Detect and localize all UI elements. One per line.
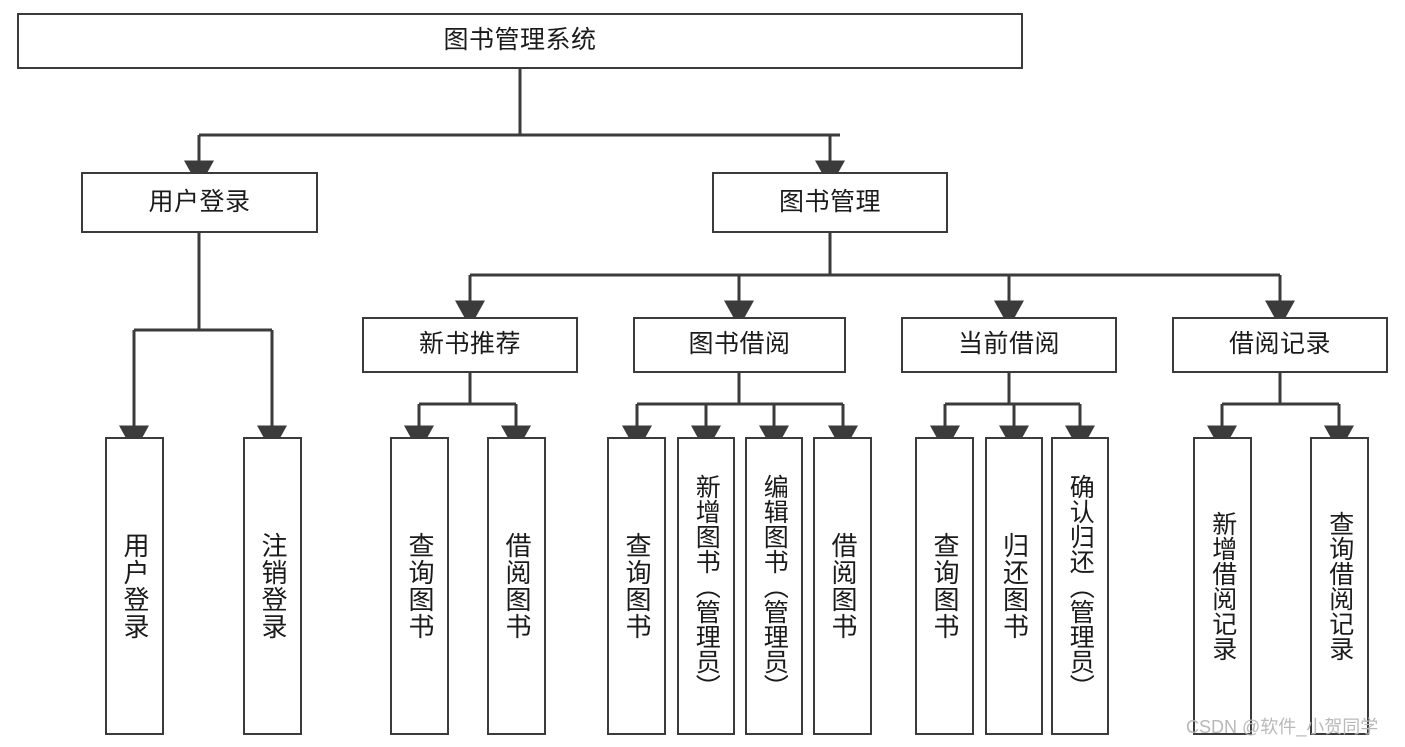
node-label: 查询图书: [929, 532, 960, 640]
leaf-user-login-signin[interactable]: 用户登录: [105, 437, 164, 735]
node-label: 新书推荐: [418, 330, 521, 359]
node-label: 用户登录: [148, 187, 251, 216]
node-new-book-recommend[interactable]: 新书推荐: [362, 317, 578, 373]
leaf-user-login-signout[interactable]: 注销登录: [243, 437, 302, 735]
node-label: 查询图书: [404, 532, 435, 640]
node-label: 借阅图书: [827, 532, 858, 640]
node-user-login[interactable]: 用户登录: [81, 172, 318, 233]
node-label: 图书借阅: [688, 330, 791, 359]
leaf-borrow-query-book[interactable]: 查询图书: [607, 437, 666, 735]
node-borrow-record[interactable]: 借阅记录: [1172, 317, 1388, 373]
leaf-current-query-book[interactable]: 查询图书: [915, 437, 974, 735]
node-label: 当前借阅: [957, 330, 1060, 359]
node-label: 图书管理: [778, 187, 881, 216]
csdn-watermark: CSDN @软件_小贺同学: [1186, 717, 1379, 737]
node-label: 确认归还（管理员）: [1066, 473, 1095, 699]
leaf-record-add-borrow-record[interactable]: 新增借阅记录: [1193, 437, 1252, 735]
leaf-borrow-edit-book-admin[interactable]: 编辑图书（管理员）: [745, 437, 803, 735]
node-label: 归还图书: [999, 532, 1030, 640]
node-label: 新增图书（管理员）: [692, 473, 721, 699]
node-label: 图书管理系统: [443, 26, 597, 55]
node-label: 查询图书: [621, 532, 652, 640]
leaf-borrow-borrow-book[interactable]: 借阅图书: [813, 437, 872, 735]
node-label: 借阅记录: [1228, 330, 1331, 359]
node-label: 查询借阅记录: [1325, 511, 1354, 661]
leaf-borrow-add-book-admin[interactable]: 新增图书（管理员）: [677, 437, 735, 735]
leaf-newbook-query-book[interactable]: 查询图书: [390, 437, 449, 735]
node-label: 注销登录: [257, 532, 288, 640]
node-current-borrow[interactable]: 当前借阅: [901, 317, 1117, 373]
node-root-book-management-system[interactable]: 图书管理系统: [17, 13, 1023, 69]
leaf-newbook-borrow-book[interactable]: 借阅图书: [487, 437, 546, 735]
node-book-management[interactable]: 图书管理: [712, 172, 948, 233]
leaf-current-confirm-return-admin[interactable]: 确认归还（管理员）: [1051, 437, 1109, 735]
leaf-current-return-book[interactable]: 归还图书: [985, 437, 1043, 735]
leaf-record-query-borrow-record[interactable]: 查询借阅记录: [1310, 437, 1369, 735]
node-label: 编辑图书（管理员）: [760, 473, 789, 699]
node-label: 借阅图书: [501, 532, 532, 640]
node-label: 用户登录: [119, 532, 150, 640]
node-book-borrow[interactable]: 图书借阅: [633, 317, 846, 373]
node-label: 新增借阅记录: [1208, 511, 1237, 661]
